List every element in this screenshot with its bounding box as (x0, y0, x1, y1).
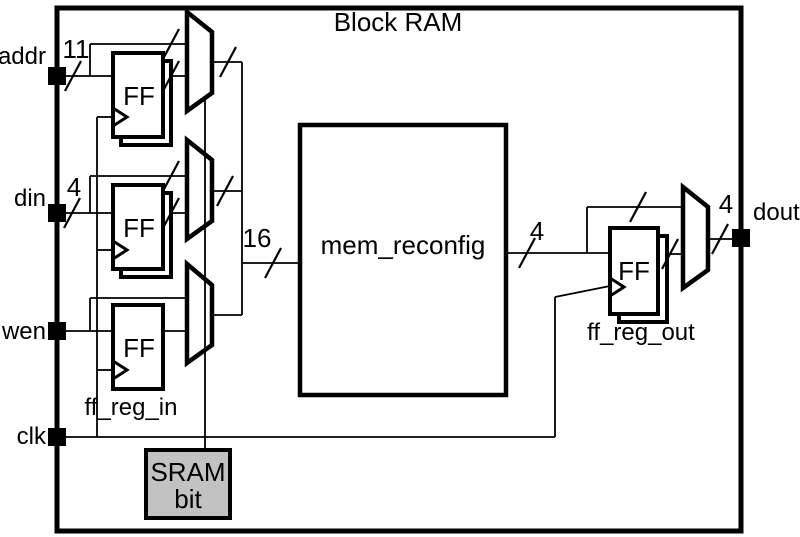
addr-ff-box (111, 51, 165, 139)
wen-ff-clock-triangle-icon (112, 359, 130, 381)
wen-mux (184, 259, 215, 368)
wen-port-pin (48, 322, 66, 340)
sram-label-line1: SRAM (150, 457, 225, 487)
dout-width-slash (711, 223, 729, 255)
din-width-label: 4 (67, 172, 81, 202)
din-bypass-slash (162, 160, 180, 192)
ff-reg-out-label: ff_reg_out (587, 319, 695, 346)
out-ff-label: FF (618, 256, 650, 286)
din-port-label: din (14, 185, 46, 212)
addr-width-slash (64, 60, 82, 92)
addr-width-label: 11 (63, 34, 90, 64)
block-ram-border (54, 5, 744, 534)
internal-bus-width-label: 16 (243, 223, 272, 253)
sram-bit-block: SRAM bit (144, 448, 232, 520)
bus-width-labels: 11 4 16 4 4 (63, 34, 734, 253)
din-mux-out-slash (216, 175, 234, 207)
ff-reg-in-bank: FF FF FF ff_reg_in (85, 51, 178, 421)
din-width-slash (63, 197, 81, 229)
din-port-pin (48, 204, 66, 222)
sram-bit-box (144, 448, 232, 520)
wiring (66, 43, 732, 438)
bus-width-slashes (63, 28, 729, 279)
addr-port-label: addr (0, 43, 46, 70)
diagram-title: Block RAM (334, 7, 463, 37)
mem-input-slash (264, 247, 282, 279)
wen-ff-label: FF (123, 333, 155, 363)
din-ff-q-slash (162, 197, 180, 229)
out-ff-q-slash (661, 238, 679, 270)
addr-port-pin (48, 67, 66, 85)
dout-mux (680, 182, 711, 293)
addr-bypass-slash (162, 28, 180, 60)
addr-mux (184, 7, 215, 116)
out-ff-box (608, 226, 660, 316)
addr-ff-q-slash (162, 60, 180, 92)
dout-bypass-slash (629, 191, 647, 223)
wen-port-label: wen (1, 318, 46, 345)
din-mux (184, 135, 215, 244)
din-ff-label: FF (123, 213, 155, 243)
addr-ff-label: FF (123, 81, 155, 111)
mem-out-width-label: 4 (530, 216, 544, 246)
dout-port-label: dout (753, 199, 800, 226)
mem-reconfig-box (297, 122, 509, 398)
dout-width-label: 4 (719, 189, 733, 219)
dout-port-pin (732, 229, 750, 247)
mem-reconfig-block: mem_reconfig (297, 122, 509, 398)
clk-port-pin (48, 428, 66, 446)
mem-output-slash (518, 237, 536, 269)
addr-mux-out-slash (219, 46, 237, 78)
din-ff-clock-triangle-icon (112, 239, 130, 261)
addr-ff-clock-triangle-icon (112, 106, 130, 128)
ports: addr din wen clk dout (0, 43, 800, 450)
sram-label-line2: bit (174, 484, 202, 514)
clk-port-label: clk (17, 423, 47, 450)
ff-reg-in-label: ff_reg_in (85, 394, 178, 421)
clk-slope-wire (554, 285, 611, 298)
out-ff-clock-triangle-icon (609, 276, 627, 298)
ff-reg-out-bank: FF ff_reg_out (587, 226, 695, 346)
mem-reconfig-label: mem_reconfig (321, 230, 486, 260)
